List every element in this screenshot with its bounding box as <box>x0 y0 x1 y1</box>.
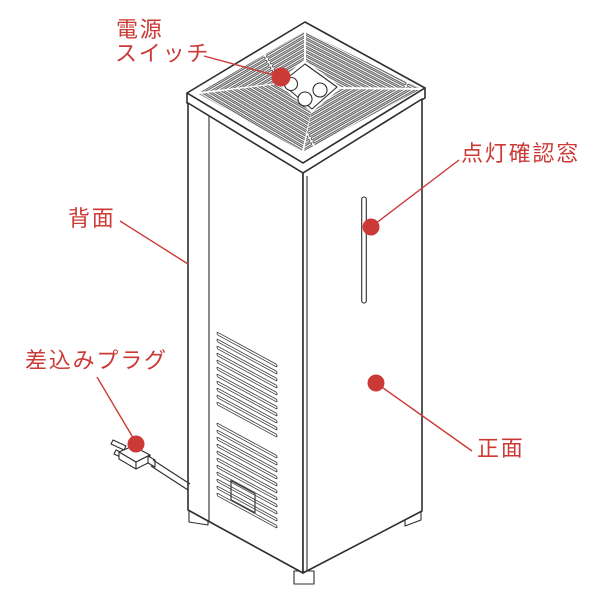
vent-slat <box>216 451 278 487</box>
indicator-window-callout-dot <box>362 218 380 236</box>
vent-slat <box>216 465 278 501</box>
vent-slat <box>216 402 278 438</box>
vent-slat <box>216 486 278 522</box>
control-knob <box>312 82 328 98</box>
vent-slat <box>216 346 278 382</box>
back-leader <box>119 220 189 265</box>
front-face <box>302 98 423 574</box>
vent-slat <box>216 493 278 529</box>
plug-prong <box>110 439 127 451</box>
back-label: 背面 <box>68 207 116 232</box>
vent-slat <box>216 458 278 494</box>
power-plug <box>110 439 191 491</box>
front-callout-dot <box>367 374 385 392</box>
top-vent-grille <box>199 32 419 151</box>
vent-slat <box>216 444 278 480</box>
vent-slat <box>216 381 278 417</box>
vent-slat <box>216 423 278 459</box>
back-vent-grille <box>216 332 278 529</box>
indicator-window-label: 点灯確認窓 <box>461 142 580 167</box>
vent-slat <box>216 353 278 389</box>
power-switch-leader <box>203 55 282 78</box>
vent-slat <box>216 395 278 431</box>
vent-slat <box>216 374 278 410</box>
plug-label: 差込みプラグ <box>25 349 168 374</box>
vent-slat <box>216 367 278 403</box>
power-switch-label-line2: スイッチ <box>115 42 210 67</box>
vent-slat <box>216 360 278 396</box>
control-knob <box>297 91 313 107</box>
power-switch-callout-dot <box>271 67 291 87</box>
plug-callout-dot <box>127 435 145 453</box>
indicator-window-slot <box>361 196 367 304</box>
callouts: 電源 スイッチ 点灯確認窓 背面 差込みプラグ 正面 <box>25 18 580 462</box>
vent-slat <box>216 332 278 368</box>
indicator-window-leader <box>370 159 460 228</box>
vent-slat <box>216 437 278 473</box>
front-label: 正面 <box>477 437 525 462</box>
vent-slat <box>216 339 278 375</box>
front-leader <box>375 382 473 452</box>
vent-slat <box>216 430 278 466</box>
rating-plate <box>230 479 256 514</box>
plug-neck <box>147 455 156 468</box>
plug-leader <box>96 376 136 442</box>
vent-slat <box>216 388 278 424</box>
power-switch-label-line1: 電源 <box>116 18 164 43</box>
vent-slat <box>216 479 278 515</box>
power-cord <box>150 459 191 491</box>
